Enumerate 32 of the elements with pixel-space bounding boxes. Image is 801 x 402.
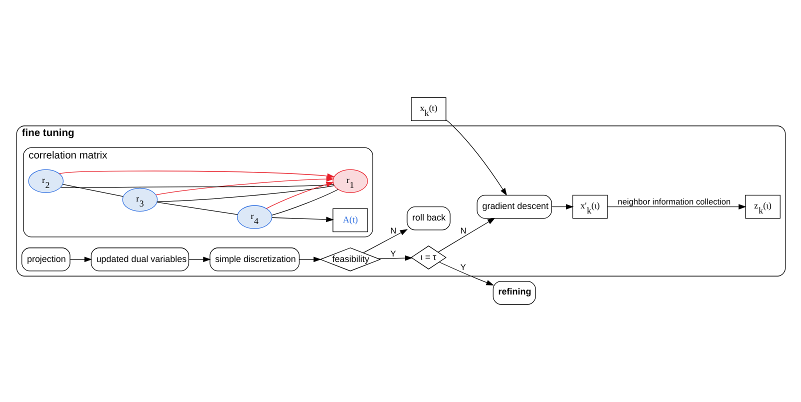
edge-label: Y [460, 262, 466, 272]
arrow [437, 218, 495, 252]
edge-label: N [390, 225, 396, 236]
arrow [58, 170, 334, 179]
node-diamond: feasibility [319, 248, 381, 272]
arrow [378, 255, 412, 261]
arrow [550, 204, 574, 210]
arrow [271, 216, 334, 222]
arrow [445, 120, 507, 196]
arrow [362, 229, 408, 254]
node-box: updated dual variables [90, 248, 189, 272]
connector [156, 185, 334, 202]
connector [156, 202, 238, 215]
node-box: roll back [406, 206, 450, 230]
arrow [298, 256, 321, 262]
connector [60, 184, 334, 188]
arrow [606, 204, 746, 210]
arrow [438, 262, 494, 286]
arrow [188, 256, 210, 262]
node-box: A(t) [332, 208, 368, 232]
connector [271, 189, 338, 216]
node-diamond: ι = τ [410, 246, 446, 270]
node-box: projection [21, 248, 70, 272]
edge-label: N [460, 225, 466, 236]
arrow [69, 256, 92, 262]
node-box: refining [492, 280, 536, 305]
arrow [266, 182, 334, 209]
connector [62, 184, 123, 197]
node-box: gradient descent [476, 194, 552, 219]
edge-label: Y [390, 248, 396, 258]
node-box: simple discretization [209, 248, 300, 272]
edge-label: neighbor information collection [617, 196, 730, 206]
